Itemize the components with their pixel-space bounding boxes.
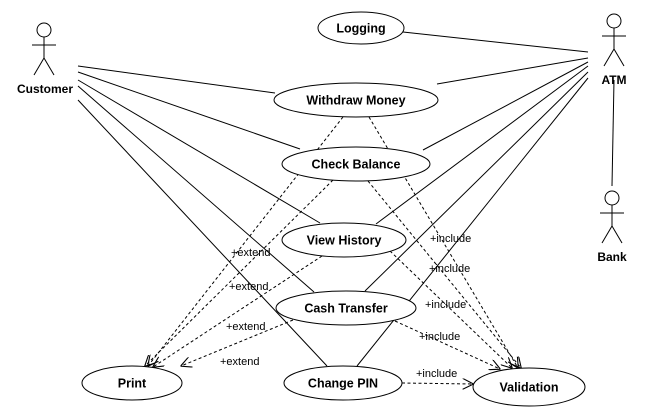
use-case-pin[interactable] — [283, 365, 403, 401]
association-atm-balance — [422, 61, 589, 151]
include-label-balance-validation: +include — [429, 263, 470, 275]
association-atm-pin — [356, 77, 589, 367]
association-customer-withdraw — [77, 65, 276, 94]
actor-atm[interactable]: ATM — [601, 13, 627, 87]
label-layer: +extend +extend +extend +extend +include +inc… — [220, 233, 471, 380]
extend-arrow-transfer-print — [181, 319, 294, 366]
include-label-transfer-validation: +include — [419, 331, 460, 343]
use-case-label-pin: Change PIN — [308, 377, 378, 391]
use-case-withdraw[interactable] — [273, 82, 439, 118]
connector-layer — [77, 31, 615, 384]
use-case-label-balance: Check Balance — [312, 158, 401, 172]
actor-right-leg — [43, 57, 55, 76]
use-case-label-print: Print — [118, 377, 147, 391]
include-arrow-transfer-validation — [394, 320, 500, 369]
association-customer-balance — [77, 71, 301, 150]
use-case-validation[interactable] — [472, 367, 586, 407]
use-case-label-history: View History — [307, 234, 382, 248]
actor-left-leg — [603, 48, 615, 67]
association-customer-pin — [77, 99, 328, 367]
include-arrow-pin-validation — [401, 383, 473, 384]
actor-head — [606, 13, 622, 29]
use-case-label-logging: Logging — [336, 22, 385, 36]
use-case-label-validation: Validation — [499, 381, 558, 395]
association-atm-withdraw — [436, 57, 589, 85]
use-case-balance[interactable] — [281, 146, 431, 182]
extend-label-transfer-print: +extend — [220, 356, 259, 368]
actor-bank[interactable]: Bank — [597, 190, 627, 264]
extend-arrow-history-print — [153, 255, 323, 367]
extend-arrow-balance-print — [145, 179, 334, 366]
include-label-pin-validation: +include — [416, 368, 457, 380]
association-atm-bank — [611, 79, 615, 187]
extend-label-balance-print: +extend — [231, 247, 270, 259]
use-case-logging[interactable] — [317, 11, 405, 45]
include-arrow-history-validation — [389, 250, 512, 368]
actor-label-atm: ATM — [601, 73, 626, 87]
actor-right-leg — [611, 225, 623, 244]
association-atm-logging — [402, 31, 589, 53]
actor-label-customer: Customer — [17, 82, 73, 96]
include-label-history-validation: +include — [425, 299, 466, 311]
include-arrow-balance-validation — [367, 180, 521, 368]
include-label-withdraw-validation: +include — [430, 233, 471, 245]
actor-label-bank: Bank — [597, 250, 627, 264]
association-atm-transfer — [364, 71, 589, 292]
extend-label-withdraw-print: +extend — [229, 281, 268, 293]
actor-head — [36, 22, 52, 38]
use-case-history[interactable] — [281, 222, 407, 258]
association-customer-transfer — [77, 85, 315, 293]
actor-left-leg — [601, 225, 613, 244]
use-case-print[interactable] — [81, 365, 183, 401]
association-atm-history — [375, 65, 589, 225]
actor-right-leg — [613, 48, 625, 67]
extend-label-history-print: +extend — [226, 321, 265, 333]
use-case-transfer[interactable] — [275, 290, 417, 326]
use-case-label-withdraw: Withdraw Money — [306, 94, 405, 108]
association-customer-history — [77, 79, 321, 224]
include-arrow-withdraw-validation — [368, 116, 518, 368]
actor-left-leg — [33, 57, 45, 76]
actor-head — [604, 190, 620, 206]
actor-customer[interactable]: Customer — [17, 22, 73, 96]
use-case-label-transfer: Cash Transfer — [304, 302, 388, 316]
